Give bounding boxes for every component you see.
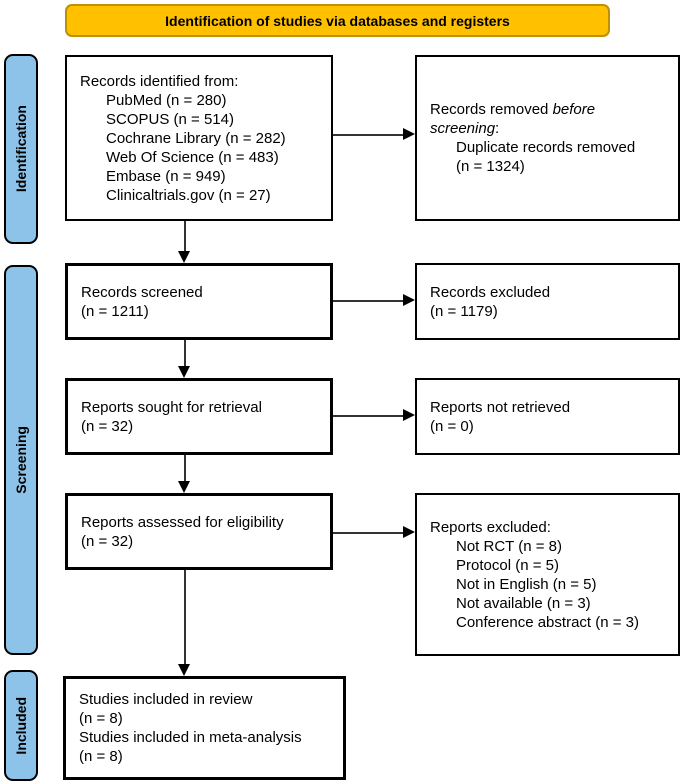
- reports-excluded-reasons: Not RCT (n = 8)Protocol (n = 5)Not in En…: [456, 537, 672, 632]
- reports-not-retrieved-text: Reports not retrieved(n = 0): [430, 398, 672, 436]
- reports-assessed-text: Reports assessed for eligibility(n = 32): [81, 513, 324, 551]
- records-removed-title-prefix: Records removed: [430, 101, 553, 118]
- records-identified-sources: PubMed (n = 280)SCOPUS (n = 514)Cochrane…: [106, 91, 325, 205]
- text-line: Records screened: [81, 283, 203, 301]
- box-reports-not-retrieved: Reports not retrieved(n = 0): [415, 378, 680, 455]
- arrow-right-icon: [403, 409, 415, 421]
- text-line: Studies included in meta-analysis: [79, 729, 302, 746]
- box-studies-included: Studies included in review (n = 8) Studies…: [63, 676, 346, 780]
- text-line: (n = 1179): [430, 302, 498, 320]
- text-line: Protocol (n = 5): [456, 556, 559, 574]
- arrow-down-icon: [178, 481, 190, 493]
- arrow-identified-to-removed-line: [333, 134, 404, 136]
- arrow-identified-to-screened-line: [184, 221, 186, 252]
- text-line: (n = 8): [79, 710, 123, 727]
- stage-ribbon-included: Included: [4, 670, 38, 781]
- box-reports-excluded: Reports excluded: Not RCT (n = 8)Protoco…: [415, 493, 680, 656]
- text-line: Embase (n = 949): [106, 167, 226, 185]
- records-identified-title: Records identified from:: [80, 72, 239, 90]
- records-removed-title: Records removed before screening:: [430, 100, 620, 138]
- text-line: PubMed (n = 280): [106, 91, 227, 109]
- arrow-assessed-to-included-line: [184, 570, 186, 665]
- arrow-sought-to-assessed-line: [184, 455, 186, 482]
- text-line: (n = 8): [79, 748, 123, 765]
- box-records-screened: Records screened(n = 1211): [65, 263, 333, 340]
- text-line: Records excluded: [430, 283, 551, 301]
- text-line: Not available (n = 3): [456, 594, 591, 612]
- text-line: Reports sought for retrieval: [81, 398, 262, 416]
- arrow-screened-to-excluded-line: [333, 300, 404, 302]
- box-reports-assessed: Reports assessed for eligibility(n = 32): [65, 493, 333, 570]
- text-line: Reports not retrieved: [430, 398, 571, 416]
- arrow-assessed-to-excluded-line: [333, 532, 404, 534]
- text-line: Clinicaltrials.gov (n = 27): [106, 186, 271, 204]
- text-line: SCOPUS (n = 514): [106, 110, 234, 128]
- arrow-down-icon: [178, 366, 190, 378]
- records-excluded-text: Records excluded(n = 1179): [430, 283, 672, 321]
- text-line: Studies included in review: [79, 691, 253, 708]
- text-line: Not in English (n = 5): [456, 575, 597, 593]
- text-line: (n = 1324): [456, 158, 525, 175]
- arrow-screened-to-sought-line: [184, 340, 186, 367]
- studies-included-text: Studies included in review (n = 8) Studies…: [79, 690, 337, 766]
- reports-excluded-title: Reports excluded:: [430, 518, 551, 536]
- stage-ribbon-identification: Identification: [4, 54, 38, 244]
- box-records-excluded: Records excluded(n = 1179): [415, 263, 680, 340]
- reports-sought-text: Reports sought for retrieval(n = 32): [81, 398, 324, 436]
- records-removed-details: Duplicate records removed (n = 1324): [456, 138, 672, 176]
- text-line: (n = 32): [81, 417, 134, 435]
- text-line: Conference abstract (n = 3): [456, 613, 640, 631]
- text-line: Cochrane Library (n = 282): [106, 129, 286, 147]
- box-records-removed: Records removed before screening: Duplic…: [415, 55, 680, 221]
- arrow-down-icon: [178, 664, 190, 676]
- text-line: Not RCT (n = 8): [456, 537, 563, 555]
- stage-label-included: Included: [13, 696, 29, 755]
- text-line: (n = 0): [430, 417, 474, 435]
- stage-ribbon-screening: Screening: [4, 265, 38, 655]
- banner-databases-registers: Identification of studies via databases …: [65, 4, 610, 37]
- records-removed-title-suffix: :: [495, 120, 500, 137]
- text-line: (n = 32): [81, 532, 134, 550]
- arrow-right-icon: [403, 128, 415, 140]
- arrow-down-icon: [178, 251, 190, 263]
- arrow-sought-to-not-retrieved-line: [333, 415, 404, 417]
- text-line: (n = 1211): [81, 302, 149, 320]
- arrow-right-icon: [403, 294, 415, 306]
- box-reports-sought: Reports sought for retrieval(n = 32): [65, 378, 333, 455]
- text-line: Reports assessed for eligibility: [81, 513, 284, 531]
- records-screened-text: Records screened(n = 1211): [81, 283, 324, 321]
- text-line: Web Of Science (n = 483): [106, 148, 279, 166]
- stage-label-identification: Identification: [13, 105, 29, 193]
- text-line: Duplicate records removed: [456, 139, 636, 156]
- arrow-right-icon: [403, 526, 415, 538]
- banner-label: Identification of studies via databases …: [165, 12, 510, 29]
- records-removed-title-italic: before screening: [430, 101, 596, 137]
- stage-label-screening: Screening: [13, 426, 29, 494]
- box-records-identified: Records identified from: PubMed (n = 280…: [65, 55, 333, 221]
